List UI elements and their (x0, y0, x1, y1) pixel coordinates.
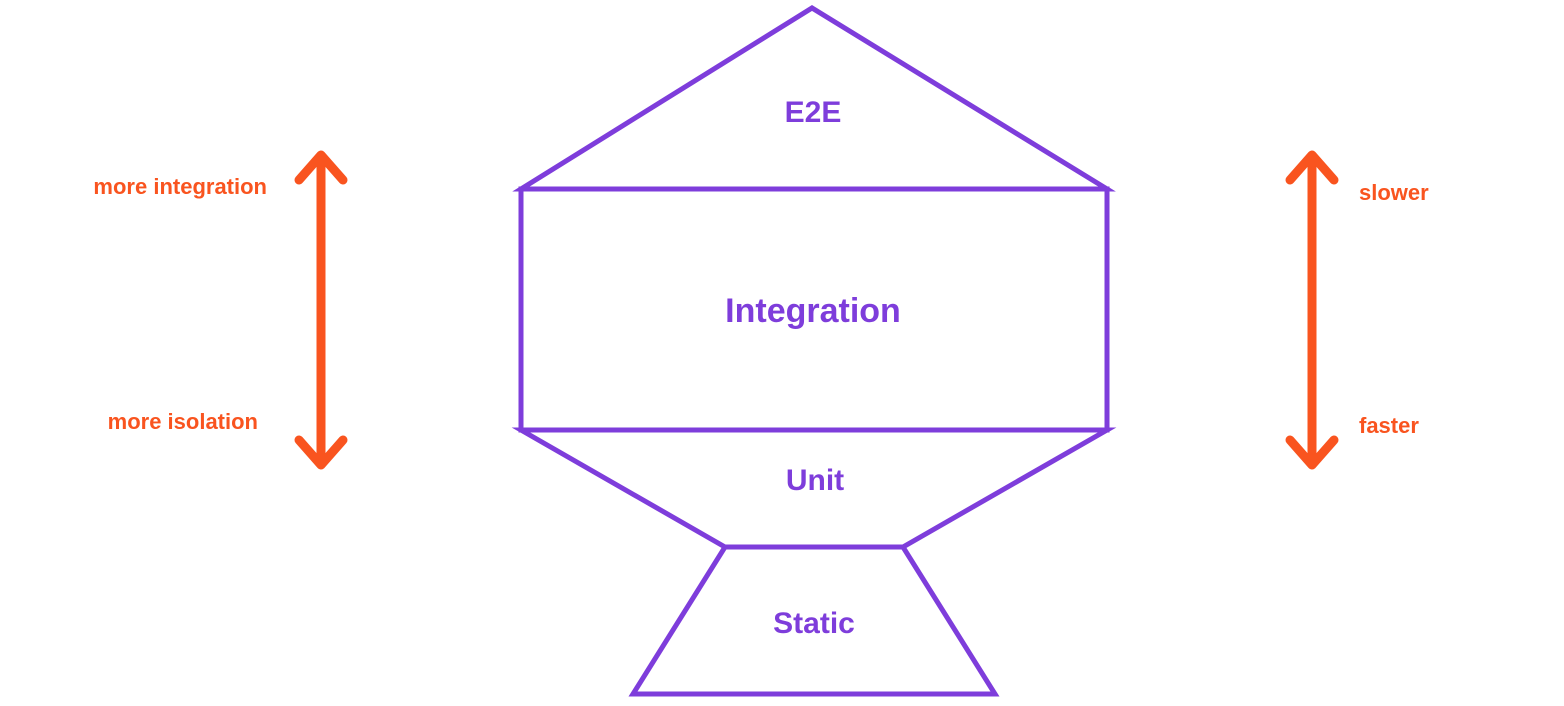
integration-label: Integration (725, 292, 901, 330)
right-axis-top-label: slower (1359, 180, 1429, 205)
right-axis-arrow (1285, 150, 1339, 470)
right-arrow-head-down-icon (1285, 435, 1339, 470)
left-axis-bottom-label: more isolation (108, 409, 258, 434)
left-arrow-head-up-icon (294, 150, 348, 185)
layer-unit: Unit (511, 427, 1117, 550)
left-arrow-head-down-icon (294, 435, 348, 470)
static-label: Static (773, 607, 855, 640)
right-axis-bottom-label: faster (1359, 413, 1419, 438)
left-axis-top-label: more integration (93, 174, 267, 199)
unit-label: Unit (786, 464, 844, 497)
right-arrow-head-up-icon (1285, 150, 1339, 185)
layer-static: Static (628, 544, 1000, 697)
layer-e2e: E2E (512, 5, 1116, 192)
static-trapezoid-shape (628, 544, 1000, 697)
left-axis-arrow (294, 150, 348, 470)
e2e-label: E2E (785, 96, 842, 129)
layer-integration: Integration (518, 186, 1110, 433)
